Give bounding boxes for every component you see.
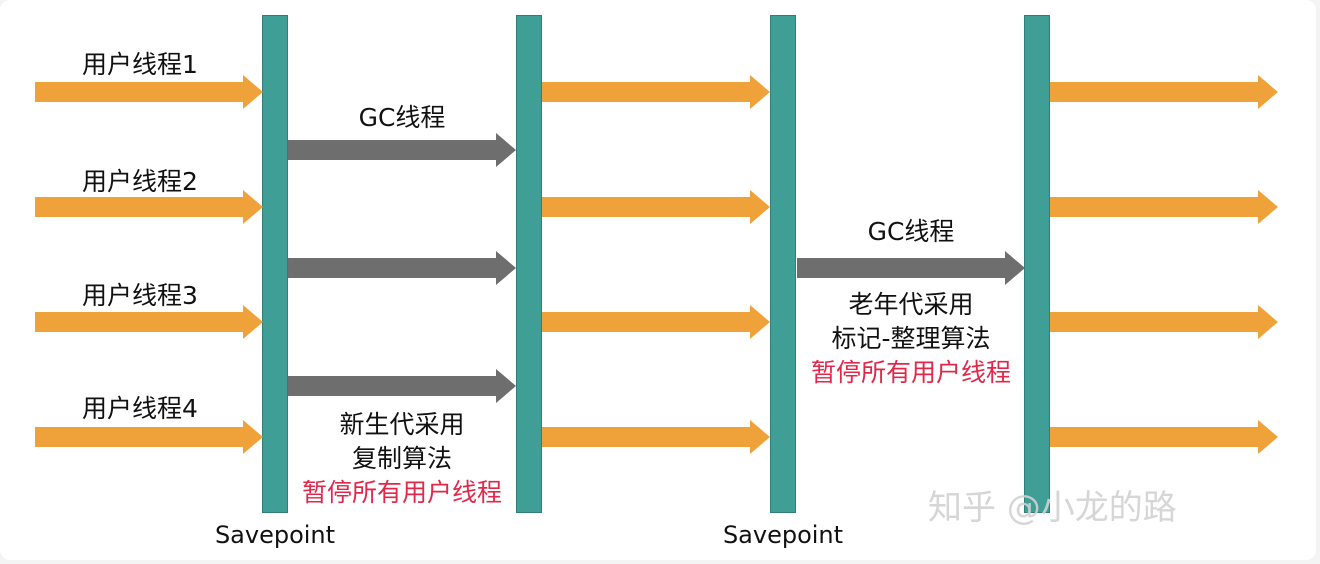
user-thread-label-1: 用户线程1 — [82, 50, 198, 79]
user-thread-arrow — [1050, 420, 1278, 454]
user-thread-arrow — [35, 190, 263, 224]
user-thread-arrow — [1050, 305, 1278, 339]
user-thread-label-3: 用户线程3 — [82, 281, 198, 310]
user-thread-arrow — [542, 75, 770, 109]
gc-thread-arrow — [288, 369, 516, 403]
user-thread-arrow — [35, 75, 263, 109]
gc-thread-arrow — [288, 133, 516, 167]
young-gen-desc-line1: 新生代采用 — [339, 410, 465, 439]
user-thread-label-2: 用户线程2 — [82, 167, 198, 196]
young-gc-pause-text: 暂停所有用户线程 — [301, 478, 503, 507]
gc-thread-arrow — [288, 251, 516, 285]
user-thread-arrow — [35, 420, 263, 454]
user-thread-arrow — [542, 305, 770, 339]
user-thread-arrow — [1050, 190, 1278, 224]
old-gc-pause-text: 暂停所有用户线程 — [810, 358, 1012, 387]
old-gc-end-bar — [1024, 15, 1050, 513]
gc-thread-arrow — [797, 251, 1025, 285]
user-thread-arrow — [542, 190, 770, 224]
user-thread-arrow — [542, 420, 770, 454]
user-thread-arrow — [1050, 75, 1278, 109]
old-gc-thread-label: GC线程 — [867, 217, 955, 246]
young-gen-desc-line2: 复制算法 — [351, 444, 453, 473]
young-gc-end-bar — [516, 15, 542, 513]
savepoint-bar-1 — [262, 15, 288, 513]
savepoint-label-1: Savepoint — [214, 521, 336, 549]
old-gen-desc-line1: 老年代采用 — [848, 290, 974, 319]
old-gen-desc-line2: 标记-整理算法 — [831, 324, 991, 353]
savepoint-bar-2 — [770, 15, 796, 513]
user-thread-label-4: 用户线程4 — [82, 394, 198, 423]
savepoint-label-2: Savepoint — [722, 521, 844, 549]
zhihu-watermark: 知乎 @小龙的路 — [928, 488, 1177, 528]
young-gc-thread-label: GC线程 — [358, 103, 446, 132]
user-thread-arrow — [35, 305, 263, 339]
